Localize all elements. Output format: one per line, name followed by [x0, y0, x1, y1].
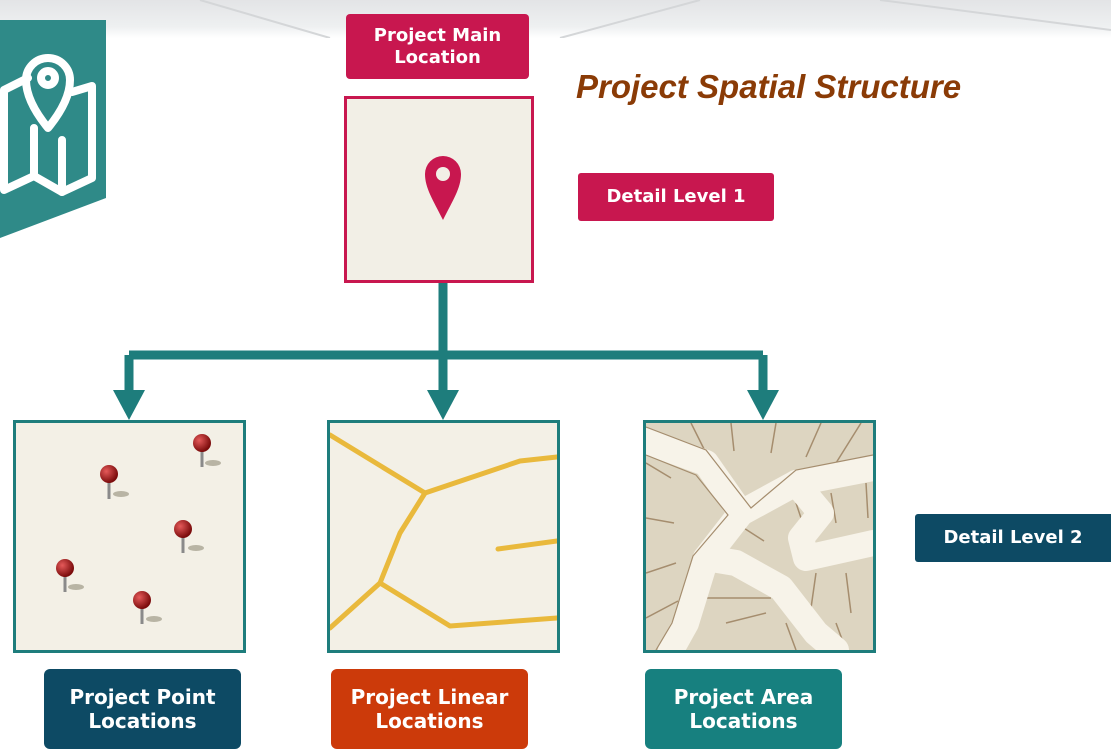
linear-locations-tile — [327, 420, 560, 653]
point-locations-tile — [13, 420, 246, 653]
area-locations-tile — [643, 420, 876, 653]
header-background — [0, 0, 1111, 38]
linear-locations-label: Project Linear Locations — [331, 669, 528, 749]
location-pin-icon — [425, 156, 461, 220]
map-pins-illustration — [56, 434, 221, 624]
map-location-badge-icon — [0, 20, 106, 238]
arrow-to-area — [747, 390, 779, 420]
arrow-to-linear — [427, 390, 459, 420]
main-location-label: Project Main Location — [346, 14, 529, 79]
point-locations-label: Project Point Locations — [44, 669, 241, 749]
detail-level-2-badge: Detail Level 2 — [915, 514, 1111, 562]
arrow-to-points — [113, 390, 145, 420]
main-location-tile — [344, 96, 534, 283]
detail-level-1-badge: Detail Level 1 — [578, 173, 774, 221]
area-parcels-illustration — [646, 423, 873, 650]
page-title: Project Spatial Structure — [576, 68, 962, 105]
area-locations-label: Project Area Locations — [645, 669, 842, 749]
road-lines-illustration — [330, 432, 557, 631]
